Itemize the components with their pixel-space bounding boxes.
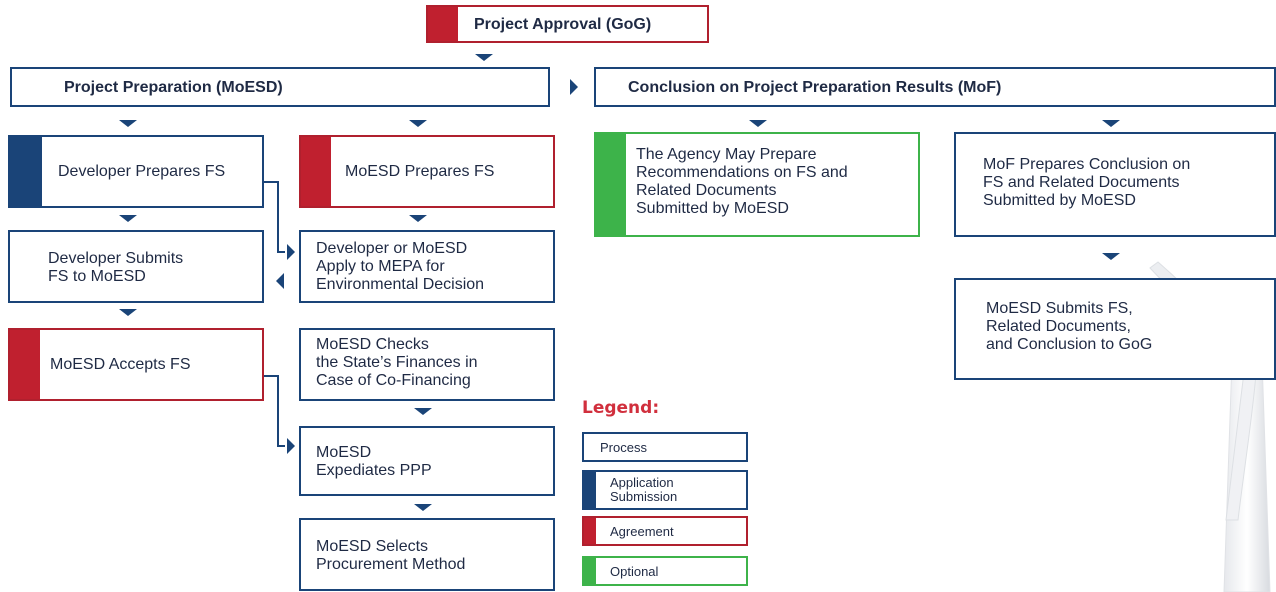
mof-conclusion-box: MoF Prepares Conclusion on FS and Relate… <box>954 132 1276 237</box>
moesd-prepares-fs-box: MoESD Prepares FS <box>299 135 555 208</box>
conclusion-header: Conclusion on Project Preparation Result… <box>594 67 1276 107</box>
arrow-down-icon <box>119 215 137 222</box>
agreement-stripe <box>584 518 596 544</box>
developer-prepares-fs-text: Developer Prepares FS <box>58 163 226 180</box>
legend-application: Application Submission <box>582 470 748 510</box>
conclusion-label: Conclusion on Project Preparation Result… <box>628 79 1002 96</box>
agreement-stripe <box>301 137 331 206</box>
arrow-down-icon <box>1102 253 1120 260</box>
developer-prepares-fs-box: Developer Prepares FS <box>8 135 264 208</box>
selects-procurement-text: MoESD Selects Procurement Method <box>316 538 466 573</box>
optional-stripe <box>584 558 596 584</box>
project-approval-box: Project Approval (GoG) <box>426 5 709 43</box>
moesd-prepares-fs-text: MoESD Prepares FS <box>345 163 495 180</box>
apply-to-mepa-text: Developer or MoESD Apply to MEPA for Env… <box>316 240 485 293</box>
arrow-down-icon <box>475 54 493 61</box>
connector-accepts-to-expedites <box>263 375 285 447</box>
arrow-down-icon <box>1102 120 1120 127</box>
optional-stripe <box>596 134 626 235</box>
application-stripe <box>584 472 596 508</box>
legend-process-label: Process <box>600 440 647 455</box>
moesd-accepts-fs-text: MoESD Accepts FS <box>50 356 191 373</box>
legend-optional-label: Optional <box>610 564 659 579</box>
developer-submits-fs-text: Developer Submits FS to MoESD <box>48 250 184 285</box>
mof-conclusion-text: MoF Prepares Conclusion on FS and Relate… <box>983 156 1191 209</box>
arrow-down-icon <box>414 504 432 511</box>
application-stripe <box>10 137 42 206</box>
project-preparation-header: Project Preparation (MoESD) <box>10 67 550 107</box>
legend-optional: Optional <box>582 556 748 586</box>
moesd-submits-box: MoESD Submits FS, Related Documents, and… <box>954 278 1276 380</box>
checks-finances-text: MoESD Checks the State’s Finances in Cas… <box>316 336 478 389</box>
arrow-down-icon <box>749 120 767 127</box>
developer-submits-fs-box: Developer Submits FS to MoESD <box>8 230 264 303</box>
moesd-accepts-fs-box: MoESD Accepts FS <box>8 328 264 401</box>
arrow-down-icon <box>409 120 427 127</box>
arrow-left-icon <box>276 273 284 289</box>
arrow-down-icon <box>414 408 432 415</box>
arrow-down-icon <box>119 120 137 127</box>
connector-developer-prepares-to-apply <box>263 181 285 253</box>
agreement-stripe <box>10 330 40 399</box>
checks-finances-box: MoESD Checks the State’s Finances in Cas… <box>299 328 555 401</box>
legend-title: Legend: <box>582 398 660 418</box>
legend-application-label: Application Submission <box>610 475 678 504</box>
arrow-down-icon <box>119 309 137 316</box>
arrow-right-icon <box>287 438 295 454</box>
apply-to-mepa-box: Developer or MoESD Apply to MEPA for Env… <box>299 230 555 303</box>
moesd-submits-text: MoESD Submits FS, Related Documents, and… <box>986 300 1153 353</box>
legend-agreement-label: Agreement <box>610 524 674 539</box>
arrow-right-icon <box>287 244 295 260</box>
legend-agreement: Agreement <box>582 516 748 546</box>
project-approval-label: Project Approval (GoG) <box>474 16 652 33</box>
legend-process: Process <box>582 432 748 462</box>
expedites-ppp-box: MoESD Expediates PPP <box>299 426 555 496</box>
agency-recommendations-text: The Agency May Prepare Recommendations o… <box>636 146 848 217</box>
selects-procurement-box: MoESD Selects Procurement Method <box>299 518 555 591</box>
arrow-down-icon <box>409 215 427 222</box>
arrow-right-icon <box>570 79 578 95</box>
project-preparation-label: Project Preparation (MoESD) <box>64 79 283 96</box>
agency-recommendations-box: The Agency May Prepare Recommendations o… <box>594 132 920 237</box>
agreement-stripe <box>428 7 458 41</box>
expedites-ppp-text: MoESD Expediates PPP <box>316 444 432 479</box>
